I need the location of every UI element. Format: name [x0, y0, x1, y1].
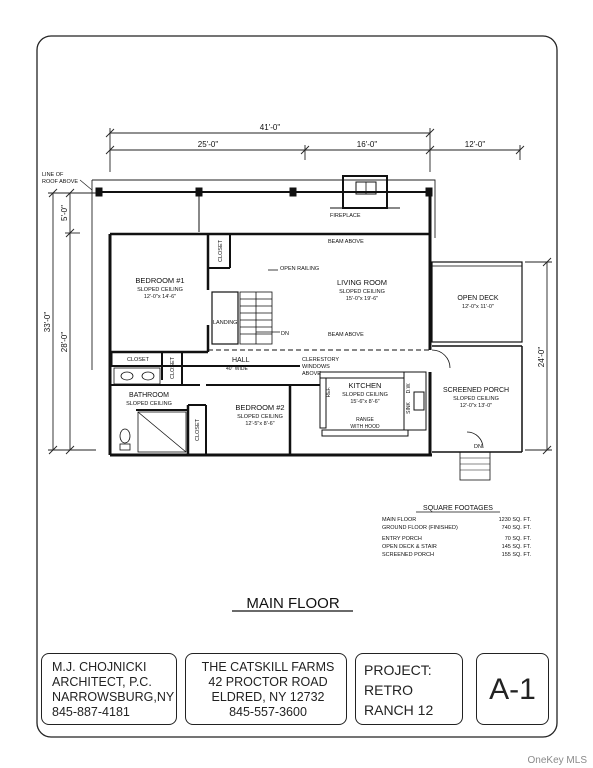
project-label: PROJECT: [364, 662, 432, 678]
clerestory-label-1: CLERESTORY [302, 357, 339, 363]
beam-above-label-2: BEAM ABOVE [328, 332, 364, 338]
open-railing-label: OPEN RAILING [280, 266, 319, 272]
range-label-1: RANGE [356, 417, 374, 423]
closet-bed2-label: CLOSET [195, 418, 201, 441]
room-bathroom: BATHROOM SLOPED CEILING [126, 392, 172, 407]
client-line: 845-557-3600 [229, 705, 307, 719]
svg-text:SLOPED CEILING: SLOPED CEILING [137, 287, 183, 293]
footage-value: 145 SQ. FT. [502, 544, 532, 550]
footage-label: OPEN DECK & STAIR [382, 544, 437, 550]
svg-text:12'-5"x 8'-6": 12'-5"x 8'-6" [245, 421, 274, 427]
room-deck: OPEN DECK 12'-0"x 11'-0" [457, 295, 499, 310]
project-line: RETRO [364, 682, 413, 698]
footage-label: GROUND FLOOR (FINISHED) [382, 525, 458, 531]
dim-seg3: 12'-0" [465, 140, 486, 149]
client-line: 42 PROCTOR ROAD [208, 675, 328, 689]
landing-label: LANDING [213, 320, 237, 326]
right-dimension-line [525, 257, 552, 455]
project-block: PROJECT: RETRO RANCH 12 [355, 653, 463, 725]
roof-line [92, 179, 436, 238]
sheet-number: A-1 [489, 673, 536, 706]
client-line: ELDRED, NY 12732 [211, 690, 325, 704]
dim-overall: 41'-0" [260, 123, 281, 132]
footage-title: SQUARE FOOTAGES [423, 505, 493, 512]
dw-label: D.W. [406, 383, 412, 394]
svg-text:SLOPED CEILING: SLOPED CEILING [237, 414, 283, 420]
closet-bed1-label: CLOSET [218, 239, 224, 262]
clerestory-label-3: ABOVE [302, 371, 321, 377]
dim-left-total: 33'-0" [43, 312, 52, 333]
architect-line: M.J. CHOJNICKI [52, 660, 147, 674]
svg-text:LIVING ROOM: LIVING ROOM [337, 278, 387, 287]
sheet-number-block: A-1 [476, 653, 549, 725]
sink-label: SINK [406, 402, 412, 414]
architect-block: M.J. CHOJNICKI ARCHITECT, P.C. NARROWSBU… [41, 653, 177, 725]
ref-label: REF. [326, 387, 332, 398]
deck-and-porch [431, 261, 523, 481]
footage-value: 70 SQ. FT. [505, 536, 532, 542]
svg-text:SLOPED CEILING: SLOPED CEILING [342, 392, 388, 398]
room-kitchen: KITCHEN SLOPED CEILING 15'-6"x 8'-6" [342, 381, 388, 405]
project-line: RANCH 12 [364, 702, 434, 718]
roof-line-label-2: ROOF ABOVE [42, 179, 78, 185]
client-line: THE CATSKILL FARMS [201, 660, 335, 674]
footage-label: SCREENED PORCH [382, 552, 434, 558]
fireplace-label: FIREPLACE [330, 213, 361, 219]
top-dimension-lines [105, 128, 525, 172]
hall-width-label: 40" WIDE [226, 366, 248, 372]
room-porch: SCREENED PORCH SLOPED CEILING 12'-0"x 13… [443, 387, 509, 409]
room-bedroom2: BEDROOM #2 SLOPED CEILING 12'-5"x 8'-6" [235, 403, 284, 427]
svg-text:BATHROOM: BATHROOM [129, 392, 169, 399]
footage-value: 740 SQ. FT. [502, 525, 532, 531]
svg-text:12'-0"x 13'-0": 12'-0"x 13'-0" [460, 403, 492, 409]
dim-seg1: 25'-0" [198, 140, 219, 149]
svg-text:SLOPED CEILING: SLOPED CEILING [339, 289, 385, 295]
hall-label: HALL [232, 357, 250, 364]
fireplace-drawing [330, 175, 400, 209]
room-bedroom1: BEDROOM #1 SLOPED CEILING 12'-0"x 14'-6" [135, 276, 184, 300]
svg-text:OPEN DECK: OPEN DECK [457, 295, 499, 302]
svg-text:SLOPED CEILING: SLOPED CEILING [453, 396, 499, 402]
range-label-2: WITH HOOD [350, 424, 380, 430]
closet-bath-label: CLOSET [170, 356, 176, 379]
architect-line: 845-887-4181 [52, 705, 130, 719]
closet-hall-label: CLOSET [127, 357, 150, 363]
beam-above-label-1: BEAM ABOVE [328, 239, 364, 245]
svg-text:15'-0"x 19'-6": 15'-0"x 19'-6" [346, 296, 378, 302]
svg-text:SLOPED CEILING: SLOPED CEILING [126, 401, 172, 407]
footage-value: 155 SQ. FT. [502, 552, 532, 558]
svg-text:KITCHEN: KITCHEN [349, 381, 382, 390]
square-footage-table: SQUARE FOOTAGES MAIN FLOOR 1230 SQ. FT. GR… [382, 505, 531, 558]
sheet-border [36, 35, 558, 738]
stair-drawing [211, 269, 280, 345]
footage-label: ENTRY PORCH [382, 536, 422, 542]
footage-label: MAIN FLOOR [382, 517, 416, 523]
svg-text:BEDROOM #1: BEDROOM #1 [135, 276, 184, 285]
svg-text:BEDROOM #2: BEDROOM #2 [235, 403, 284, 412]
bathroom-fixtures [113, 367, 187, 453]
dim-right: 24'-0" [537, 347, 546, 368]
dim-seg2: 16'-0" [357, 140, 378, 149]
drawing-title: MAIN FLOOR [246, 595, 340, 612]
architect-line: ARCHITECT, P.C. [52, 675, 152, 689]
clerestory-label-2: WINDOWS [302, 364, 330, 370]
svg-text:12'-0"x 11'-0": 12'-0"x 11'-0" [462, 304, 494, 310]
svg-text:12'-0"x 14'-6": 12'-0"x 14'-6" [144, 294, 176, 300]
dim-left-a: 5'-0" [60, 205, 69, 221]
watermark: OneKey MLS [527, 755, 587, 766]
stair-dn-label: DN [281, 331, 289, 337]
dim-left-b: 28'-0" [60, 332, 69, 353]
client-block: THE CATSKILL FARMS 42 PROCTOR ROAD ELDRE… [185, 653, 347, 725]
porch-dn-label: DN [474, 444, 482, 450]
svg-text:SCREENED PORCH: SCREENED PORCH [443, 387, 509, 394]
room-living: LIVING ROOM SLOPED CEILING 15'-0"x 19'-6… [337, 278, 387, 302]
walls [95, 187, 433, 457]
footage-value: 1230 SQ. FT. [499, 517, 532, 523]
roof-line-label-1: LINE OF [42, 172, 64, 178]
left-dimension-lines [48, 188, 96, 455]
svg-text:15'-6"x 8'-6": 15'-6"x 8'-6" [350, 399, 379, 405]
architect-line: NARROWSBURG,NY [52, 690, 175, 704]
